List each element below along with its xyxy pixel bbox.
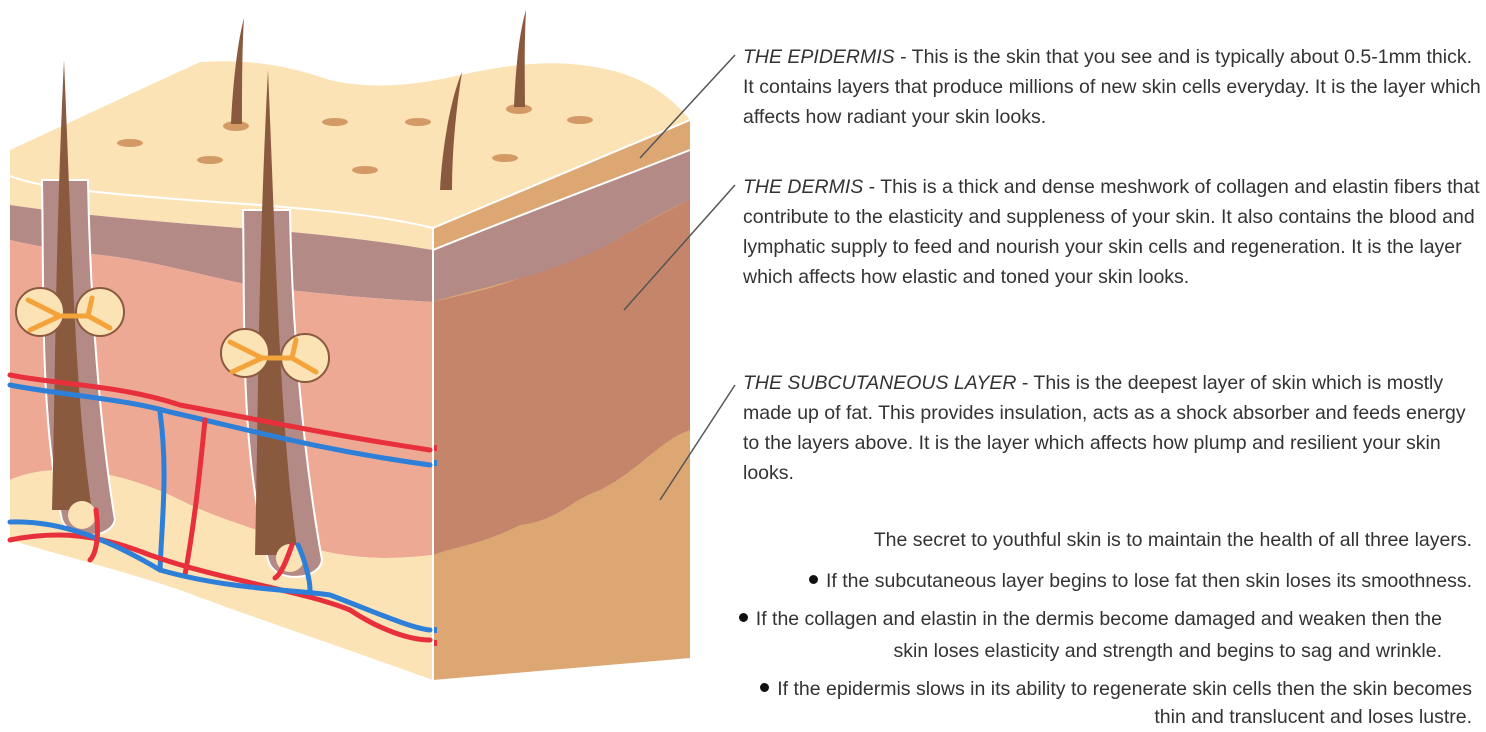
bullet-item: If the epidermis slows in its ability to… <box>760 674 1472 704</box>
summary-text: The secret to youthful skin is to mainta… <box>874 525 1472 555</box>
layer-title: THE SUBCUTANEOUS LAYER <box>743 372 1016 394</box>
epidermis-description: THE EPIDERMIS - This is the skin that yo… <box>743 42 1483 132</box>
vein-end <box>434 460 437 466</box>
pore <box>322 118 348 126</box>
separator: - <box>895 46 912 68</box>
dermis-description: THE DERMIS - This is a thick and dense m… <box>743 172 1483 292</box>
separator: - <box>863 176 880 198</box>
gland-lobe <box>76 288 124 336</box>
gland-lobe <box>221 329 269 377</box>
bullet-dot-icon <box>739 613 748 622</box>
pore <box>567 116 593 124</box>
bullet-item: If the subcutaneous layer begins to lose… <box>809 566 1472 596</box>
bullet-item: If the collagen and elastin in the dermi… <box>739 604 1442 634</box>
artery-end <box>434 640 437 646</box>
subcutaneous-description: THE SUBCUTANEOUS LAYER - This is the dee… <box>743 368 1483 488</box>
bullet-dot-icon <box>760 683 769 692</box>
layer-title: THE EPIDERMIS <box>743 46 895 68</box>
bullet-text: If the epidermis slows in its ability to… <box>777 678 1472 700</box>
pore <box>117 139 143 147</box>
layer-title: THE DERMIS <box>743 176 863 198</box>
bullet-text: If the collagen and elastin in the dermi… <box>756 608 1442 630</box>
artery-end <box>434 445 437 451</box>
separator: - <box>1016 372 1033 394</box>
bullet-text-continued: thin and translucent and loses lustre. <box>1154 702 1472 732</box>
pore <box>492 154 518 162</box>
pore <box>405 118 431 126</box>
vein-end <box>434 627 437 633</box>
bullet-text: If the subcutaneous layer begins to lose… <box>826 570 1472 592</box>
pore <box>197 156 223 164</box>
bullet-dot-icon <box>809 575 818 584</box>
hair-shaft <box>514 10 526 107</box>
hair-bulb <box>68 501 96 529</box>
bullet-text-continued: skin loses elasticity and strength and b… <box>894 636 1442 666</box>
pore <box>352 166 378 174</box>
